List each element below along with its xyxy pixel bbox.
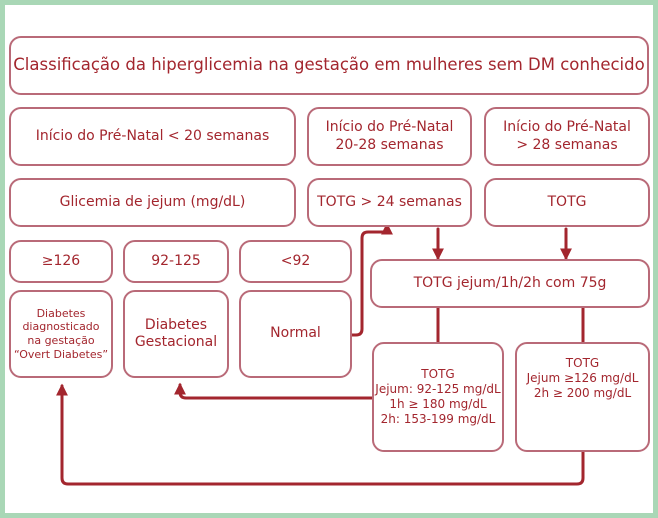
prenatal-mid-line-2: 20-28 semanas [335,136,444,153]
criteria-overt-line-2: Jejum ≥126 mg/dL [526,371,639,385]
gestational-line-2: Gestacional [134,334,218,350]
prenatal-late-box: Início do Pré-Natal > 28 semanas [484,107,650,166]
criteria-gdm-line-3: 1h ≥ 180 mg/dL [389,397,487,411]
criteria-overt-line-3: 2h ≥ 200 mg/dL [533,386,632,400]
totg-box: TOTG [484,178,650,227]
overt-line-2: diagnosticado [22,320,100,334]
overt-line-3: na gestação [27,334,95,347]
totg-test-box: TOTG jejum/1h/2h com 75g [370,259,650,308]
gestational-line-1: Diabetes [144,316,208,333]
criteria-gdm-line-1: TOTG [421,367,455,381]
normal-box: Normal [239,290,352,378]
range-high-box: ≥126 [9,240,113,283]
arrow-criteria-gdm-to-gestational [174,382,374,400]
fasting-glucose-box: Glicemia de jejum (mg/dL) [9,178,296,227]
diagram-title: Classificação da hiperglicemia na gestaç… [9,36,649,95]
arrow-normal-to-totg24 [349,222,393,337]
prenatal-late-line-2: > 28 semanas [516,136,618,153]
overt-diabetes-box: Diabetes diagnosticado na gestação “Over… [9,290,113,378]
totg-24-weeks-box: TOTG > 24 semanas [307,178,472,227]
arrow-criteria-overt-to-overt [56,383,585,486]
prenatal-mid-line-1: Início do Pré-Natal [325,119,454,135]
prenatal-early-box: Início do Pré-Natal < 20 semanas [9,107,296,166]
criteria-overt-line-1: TOTG [565,356,600,370]
prenatal-mid-box: Início do Pré-Natal 20-28 semanas [307,107,472,166]
range-low-box: <92 [239,240,352,283]
criteria-gdm-line-2: Jejum: 92-125 mg/dL [375,382,501,396]
prenatal-late-line-1: Início do Pré-Natal [503,119,631,135]
criteria-gdm-box: TOTG Jejum: 92-125 mg/dL 1h ≥ 180 mg/dL … [372,342,504,452]
gestational-diabetes-box: Diabetes Gestacional [123,290,229,378]
criteria-gdm-line-4: 2h: 153-199 mg/dL [380,412,496,426]
range-mid-box: 92-125 [123,240,229,283]
overt-line-1: Diabetes [36,306,86,320]
criteria-overt-box: TOTG Jejum ≥126 mg/dL 2h ≥ 200 mg/dL [515,342,650,452]
overt-line-4: “Overt Diabetes” [13,347,109,361]
